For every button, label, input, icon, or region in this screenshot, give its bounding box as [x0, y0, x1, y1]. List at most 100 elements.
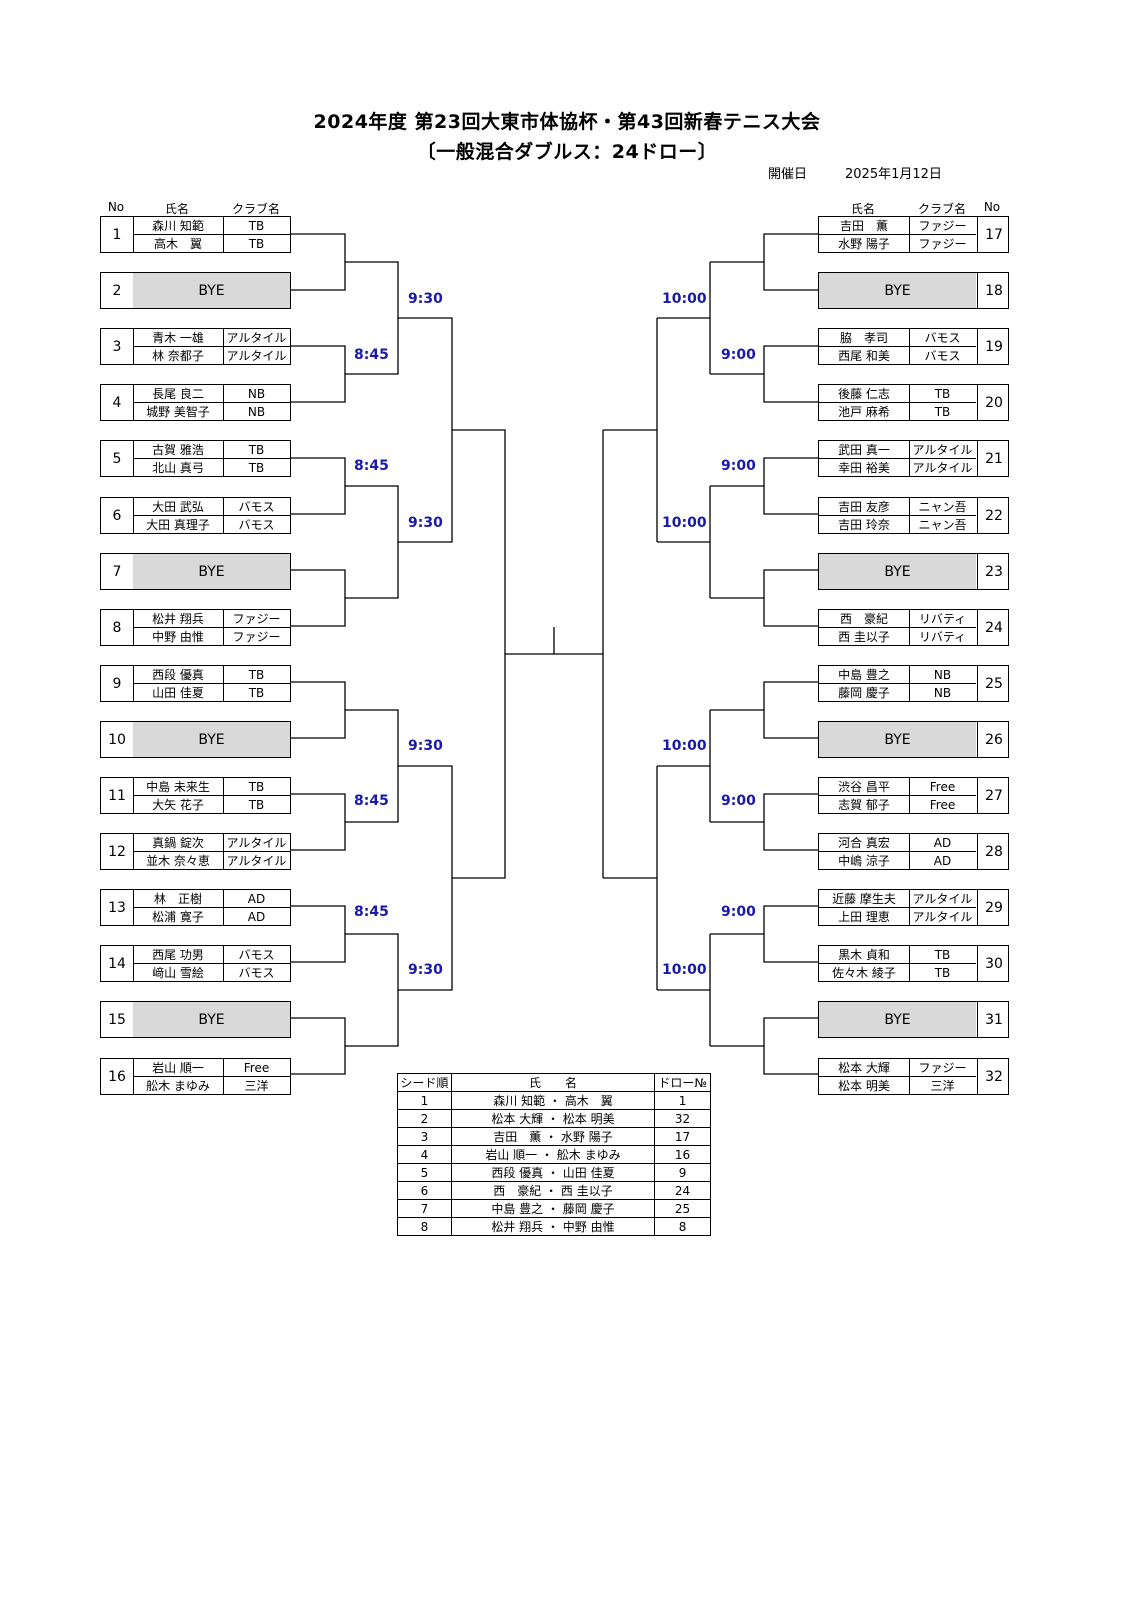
draw-number: 4 — [101, 385, 134, 420]
player-name: 西尾 功男 — [133, 946, 224, 963]
player-row: 水野 陽子ファジー — [819, 235, 976, 253]
player-name: 吉田 友彦 — [819, 498, 910, 515]
draw-number: 24 — [977, 610, 1010, 645]
club-name: TB — [934, 387, 951, 401]
round-start-time: 10:00 — [662, 515, 707, 531]
player-row: 林 奈都子アルタイル — [133, 347, 290, 365]
draw-number: 9 — [101, 666, 134, 701]
seed-rank: 5 — [397, 1163, 452, 1182]
header-club-left: クラブ名 — [231, 202, 280, 216]
bracket-line — [291, 681, 346, 739]
header-no-left: No — [107, 200, 125, 214]
club-name: TB — [248, 237, 265, 251]
round-start-time: 9:00 — [721, 793, 756, 809]
club-name: アルタイル — [226, 331, 287, 345]
player-row: 青木 一雄アルタイル — [133, 329, 290, 347]
club-name: NB — [247, 387, 266, 401]
round-start-time: 10:00 — [662, 738, 707, 754]
draw-number: 27 — [977, 778, 1010, 813]
draw-number: 14 — [101, 946, 134, 981]
club-name: Free — [243, 1061, 270, 1075]
player-row: 武田 真一アルタイル — [819, 441, 976, 459]
player-row: 高木 翼 TB — [133, 235, 290, 253]
club-name: ファジー — [232, 612, 281, 626]
player-row: 並木 奈々恵アルタイル — [133, 852, 290, 870]
club-name: TB — [248, 798, 265, 812]
club-name: ファジー — [918, 1061, 967, 1075]
player-row: 松本 大輝ファジー — [819, 1059, 976, 1077]
bracket-line — [291, 233, 346, 291]
event-date-label: 開催日 — [768, 167, 808, 182]
player-row: 吉田 玲奈ニャン吾 — [819, 516, 976, 534]
draw-number: 1 — [101, 217, 134, 252]
player-name: 城野 美智子 — [133, 403, 224, 421]
draw-number: 15 — [101, 1002, 134, 1037]
event-date-value: 2025年1月12日 — [845, 167, 942, 182]
player-row: 西段 優真 TB — [133, 666, 290, 684]
player-name: 中島 未来生 — [133, 778, 224, 795]
bye-slot: BYE — [819, 1002, 976, 1037]
player-name: 大田 武弘 — [133, 498, 224, 515]
draw-number: 26 — [977, 722, 1010, 757]
player-name: 西段 優真 — [133, 666, 224, 683]
bracket-line — [763, 457, 818, 515]
player-name: 高木 翼 — [133, 235, 224, 253]
draw-number: 2 — [101, 273, 134, 308]
club-name: 三洋 — [930, 1079, 955, 1093]
club-name: TB — [248, 219, 265, 233]
player-name: 松本 明美 — [819, 1077, 910, 1095]
draw-number: 6 — [101, 498, 134, 533]
player-name: 真鍋 錠次 — [133, 834, 224, 851]
player-name: 青木 一雄 — [133, 329, 224, 346]
club-name: AD — [933, 854, 952, 868]
seed-rank: 3 — [397, 1127, 452, 1146]
bracket-line — [398, 765, 453, 991]
seed-names: 松井 翔兵 ・ 中野 由惟 — [450, 1217, 656, 1236]
draw-number: 3 — [101, 329, 134, 364]
player-name: 松浦 寛子 — [133, 908, 224, 926]
round-start-time: 8:45 — [354, 904, 389, 920]
bracket-line — [291, 345, 346, 403]
club-name: アルタイル — [226, 836, 287, 850]
club-name: AD — [247, 892, 266, 906]
seed-rank: 1 — [397, 1091, 452, 1110]
draw-number: 18 — [977, 273, 1010, 308]
club-name: TB — [248, 668, 265, 682]
round-start-time: 9:00 — [721, 904, 756, 920]
draw-number: 32 — [977, 1059, 1010, 1094]
draw-number: 17 — [977, 217, 1010, 252]
club-name: バモス — [238, 518, 275, 532]
bracket-line — [291, 569, 346, 627]
seed-table-header: シード順 氏 名 ドロー№ — [397, 1073, 711, 1092]
player-name: 北山 真弓 — [133, 459, 224, 477]
player-name: 西 圭以子 — [819, 628, 910, 646]
bracket-line — [291, 905, 346, 963]
club-name: ニャン吾 — [918, 518, 967, 532]
